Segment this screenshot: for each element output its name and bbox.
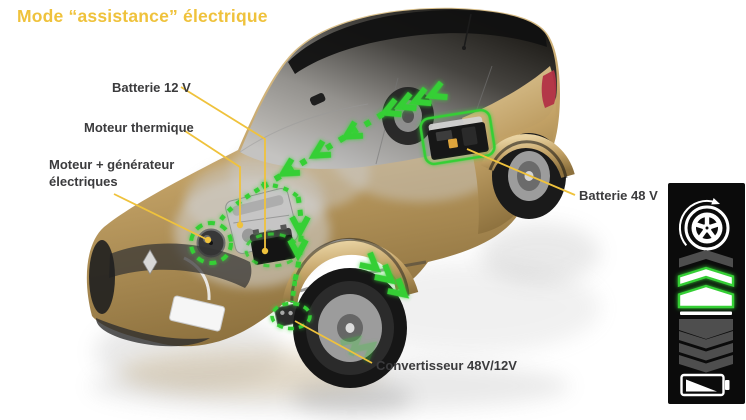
flow-engine-top [261,182,300,199]
gauge-down-chevron-1 [679,331,733,349]
callout-line-batterie-12v [180,86,266,251]
windshield-base [239,103,369,153]
gauge-zero-bar [680,311,732,315]
mode-panel-graphics [677,197,735,397]
gauge-up-chevron-gray [679,250,733,268]
battery-level-icon [680,373,730,397]
flow-battery12-loop [244,232,300,268]
gauge-up-chevron-green-1 [677,266,735,288]
callout-dot-batterie-12v [261,247,269,255]
front-left-wheel [89,240,115,314]
label-moteur-generateur-line2: électriques [49,174,118,189]
flow-engine-side [292,196,304,281]
label-convertisseur: Convertisseur 48V/12V [376,358,517,373]
callout-line-moteur-thermique [184,130,241,225]
flow-into-bay [218,187,261,223]
page-title: Mode “assistance” électrique [17,6,268,26]
callout-line-moteur-generateur [113,193,209,241]
rear-arch-shadow [488,140,568,179]
callout-dot-moteur-thermique [236,221,244,229]
gauge-down-chevron-3 [679,355,733,373]
callout-line-batterie-48v [466,148,576,196]
flow-to-converter [289,280,298,303]
gauge-down-chevron-2 [679,343,733,361]
antenna [462,13,472,50]
label-moteur-thermique: Moteur thermique [84,120,194,135]
callout-lines [113,86,576,364]
front-bumper-trim [96,318,210,347]
taillight [541,70,557,108]
flow-converter-loop [270,301,312,331]
label-batterie-48v: Batterie 48 V [579,188,658,203]
callout-dot-moteur-generateur [204,236,212,244]
battery-48v-highlight [419,108,496,166]
label-batterie-12v: Batterie 12 V [112,80,191,95]
energy-flow-path [189,83,452,362]
label-moteur-generateur: Moteur + générateur électriques [49,156,174,190]
drive-mode-indicator-panel [668,183,745,404]
grille [109,243,252,288]
flow-motor-loop [189,221,233,265]
battery-48v-component [419,108,496,166]
callout-line-convertisseur [294,320,373,364]
renault-logo [142,249,158,275]
power-gauge [677,250,735,373]
gauge-down-block [679,319,733,339]
side-mirror [309,93,326,106]
battery-12v-component [249,224,296,265]
label-moteur-generateur-line1: Moteur + générateur [49,157,175,172]
wheel-rotation-icon [678,197,730,251]
license-plate [169,295,226,332]
roof-dark [288,10,547,74]
gauge-up-chevron-green-2 [677,284,735,309]
